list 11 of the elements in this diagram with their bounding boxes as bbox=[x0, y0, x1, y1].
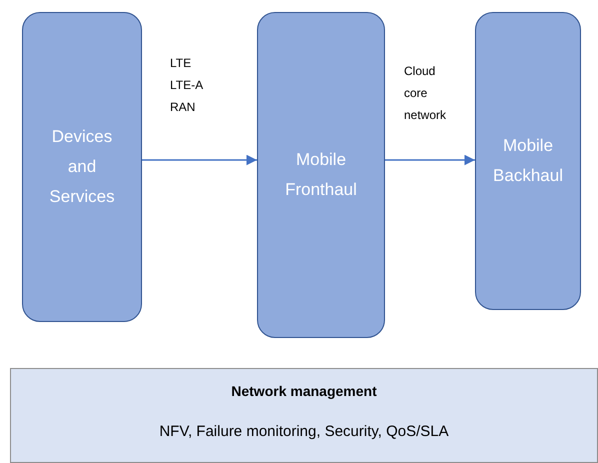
box-label: Mobile Backhaul bbox=[492, 135, 564, 187]
arrow bbox=[142, 154, 257, 166]
panel bbox=[10, 368, 598, 463]
box-label: Mobile Fronthaul bbox=[284, 149, 358, 201]
process-box bbox=[22, 12, 142, 322]
process-box bbox=[475, 12, 581, 310]
arrow bbox=[385, 154, 475, 166]
panel-heading: Network management bbox=[231, 383, 377, 399]
box-label: Devices and Services bbox=[48, 126, 116, 208]
process-box bbox=[257, 12, 385, 338]
panel-text: NFV, Failure monitoring, Security, QoS/SLA bbox=[159, 423, 449, 440]
